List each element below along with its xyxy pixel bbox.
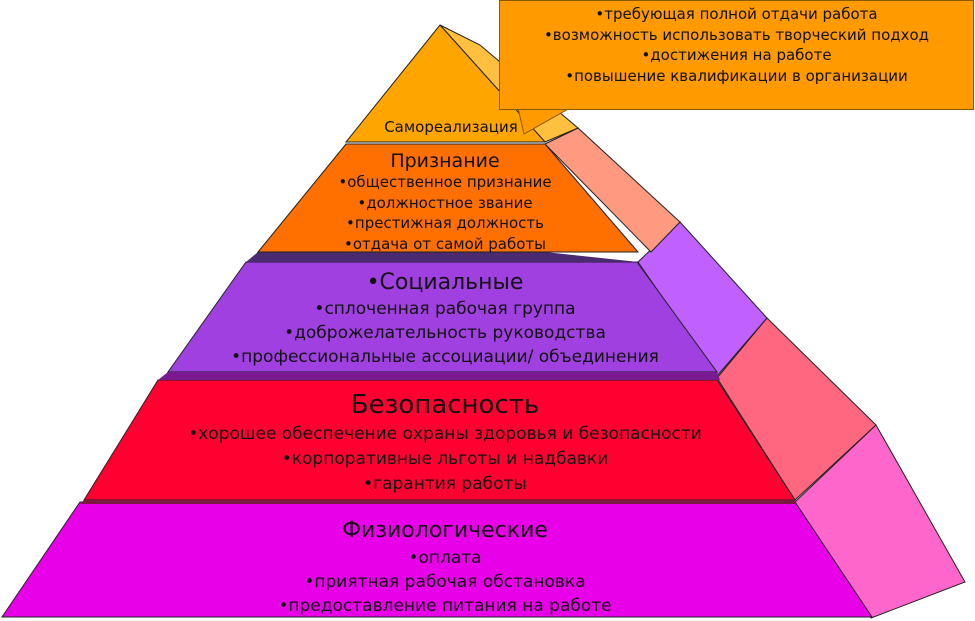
level-esteem xyxy=(256,143,640,253)
social-title: •Социальные xyxy=(366,270,524,295)
esteem-text: Признание •общественное признание •должн… xyxy=(300,150,590,254)
esteem-item: •престижная должность xyxy=(346,214,544,232)
safety-item: •гарантия работы xyxy=(363,474,527,494)
esteem-title: Признание xyxy=(390,150,500,172)
physiological-text: Физиологические •оплата •приятная рабоча… xyxy=(100,516,790,618)
physiological-item: •оплата xyxy=(408,548,482,568)
esteem-item: •должностное звание xyxy=(357,193,533,212)
safety-text: Безопасность •хорошее обеспечение охраны… xyxy=(105,388,785,497)
separator-safety-phys xyxy=(80,500,797,504)
esteem-item: •общественное признание xyxy=(338,173,552,191)
physiological-title: Физиологические xyxy=(342,518,548,543)
safety-item: •корпоративные льготы и надбавки xyxy=(281,449,609,469)
social-text: •Социальные •сплоченная рабочая группа •… xyxy=(180,269,710,369)
esteem-item: •отдача от самой работы xyxy=(343,234,546,253)
level-self-actualization xyxy=(344,24,547,143)
physiological-item: •приятная рабочая обстановка xyxy=(304,572,586,592)
callout-item: •возможность использовать творческий под… xyxy=(543,25,930,44)
separator-esteem-social xyxy=(246,252,638,262)
physiological-item: •предоставление питания на работе xyxy=(278,596,612,616)
callout-box xyxy=(499,0,974,110)
callout-item: •достижения на работе xyxy=(641,46,832,64)
safety-title: Безопасность xyxy=(350,390,540,420)
social-item: •профессиональные ассоциации/ объединени… xyxy=(231,347,659,367)
social-item: •сплоченная рабочая группа xyxy=(314,299,576,319)
separator-social-safety xyxy=(158,372,720,380)
side-face-esteem xyxy=(544,127,681,253)
callout-item: •повышение квалификации в организации xyxy=(565,66,908,85)
safety-item: •хорошее обеспечение охраны здоровья и б… xyxy=(188,424,702,444)
self-actualization-title: Самореализация xyxy=(384,118,518,136)
callout-item: •требующая полной отдачи работа xyxy=(595,5,878,23)
callout-text: •требующая полной отдачи работа •возможн… xyxy=(499,4,974,86)
social-item: •доброжелательность руководства xyxy=(284,323,606,343)
